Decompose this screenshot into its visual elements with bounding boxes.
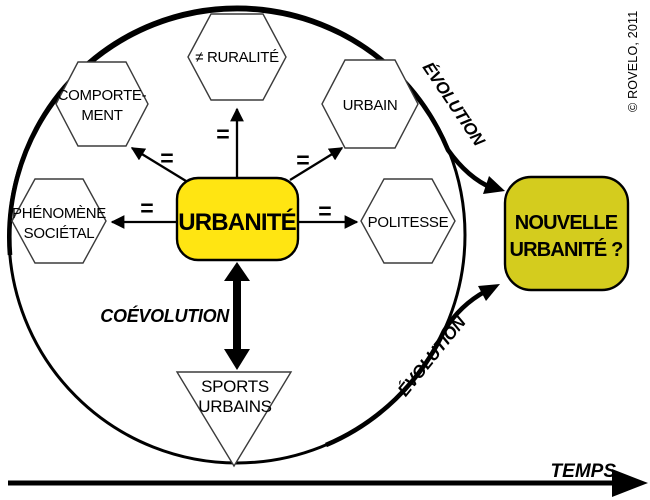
evolution-bottom-curve [325, 288, 488, 448]
nouvelle-urbanite-label-line1: NOUVELLE [515, 212, 618, 234]
equal-symbol-comportement: = [160, 145, 173, 171]
temps-label: TEMPS [551, 461, 617, 482]
evolution-top-curve [7, 6, 493, 256]
hexagon-comportement-label-line1: COMPORTE- [58, 87, 147, 104]
hexagon-comportement [55, 61, 149, 147]
urbanite-box [175, 176, 300, 262]
coevolution-arrowhead-down-icon [224, 349, 250, 370]
triangle-label-line2: URBAINS [198, 397, 271, 416]
evolution-bottom-arrowhead-icon [478, 284, 500, 301]
hexagon-phenomene [11, 178, 107, 264]
hexagon-urbain [321, 59, 419, 149]
equal-symbol-politesse: = [318, 198, 331, 224]
hexagon-phenomene-label-line2: SOCIÉTAL [24, 225, 95, 242]
hexagon-ruralite-label: ≠ RURALITÉ [195, 49, 279, 66]
hexagon-ruralite [187, 13, 287, 101]
hexagon-politesse [360, 178, 456, 264]
equal-symbol-phenomene: = [140, 195, 153, 221]
nouvelle-urbanite-label-line2: URBANITÉ ? [509, 238, 623, 261]
arrow-to-urbain [289, 147, 344, 181]
evolution-top-arrowhead-icon [483, 176, 505, 194]
equal-symbol-ruralite: = [216, 121, 229, 147]
copyright-label: © ROVELO, 2011 [626, 11, 640, 112]
evolution-top-label: ÉVOLUTION [419, 59, 489, 150]
temps-arrowhead-icon [612, 469, 648, 497]
nouvelle-urbanite-box [503, 175, 630, 292]
hexagon-urbain-label: URBAIN [343, 97, 398, 114]
triangle-sports-urbains [175, 371, 293, 468]
coevolution-arrowhead-up-icon [224, 262, 250, 281]
hexagon-comportement-label-line2: MENT [81, 107, 122, 124]
arrow-to-comportement [130, 147, 187, 182]
evolution-bottom-label: ÉVOLUTION [394, 312, 470, 400]
urbanite-box-label: URBANITÉ [178, 208, 296, 236]
hexagon-politesse-label: POLITESSE [368, 214, 449, 231]
coevolution-label: COÉVOLUTION [100, 305, 230, 326]
equal-symbol-urbain: = [296, 147, 309, 173]
triangle-label-line1: SPORTS [201, 377, 269, 396]
hexagon-phenomene-label-line1: PHÉNOMÈNE [12, 205, 106, 222]
